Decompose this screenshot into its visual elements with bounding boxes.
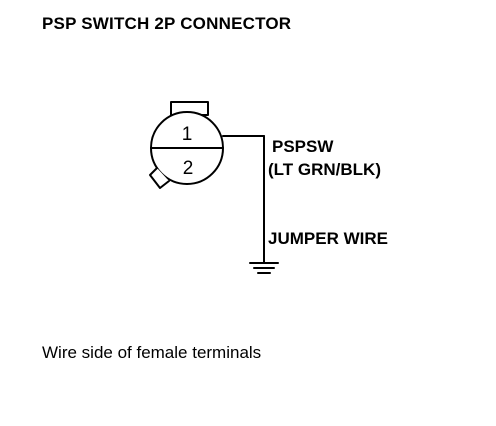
wire-color-label: (LT GRN/BLK) (268, 160, 381, 179)
connector-latch-icon (149, 167, 170, 189)
ground-symbol-icon (249, 262, 279, 274)
diagram-title: PSP SWITCH 2P CONNECTOR (42, 14, 292, 33)
terminal-1-label: 1 (182, 124, 193, 145)
terminal-2-label: 2 (183, 158, 194, 179)
view-caption: Wire side of female terminals (42, 343, 262, 362)
jumper-wire-label: JUMPER WIRE (268, 229, 388, 248)
wire-signal-label: PSPSW (272, 137, 334, 156)
